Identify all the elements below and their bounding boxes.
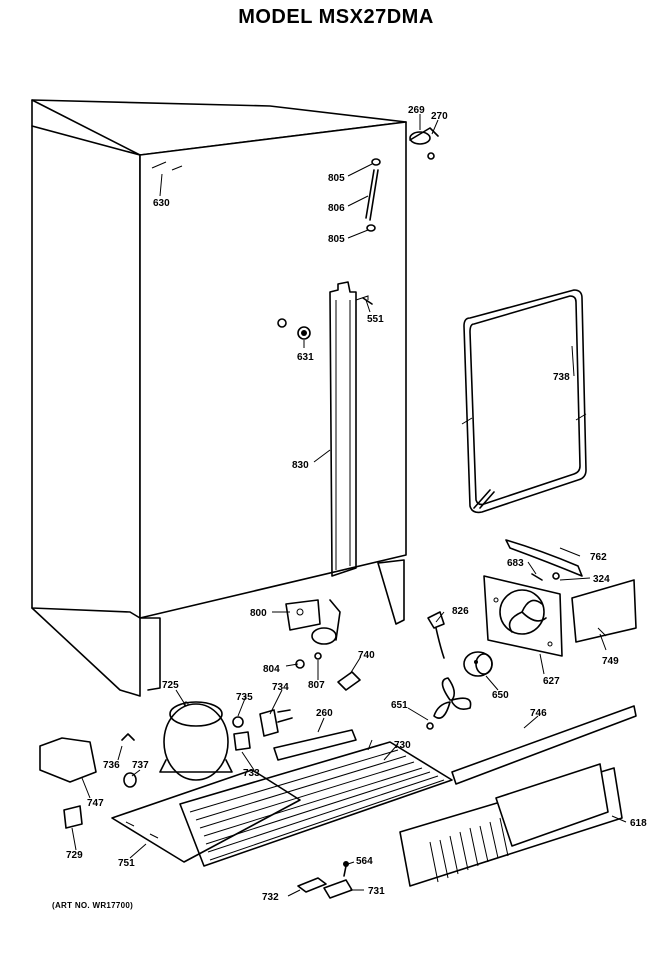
- label-551: 551: [367, 314, 384, 325]
- label-762: 762: [590, 552, 607, 563]
- label-618: 618: [630, 818, 647, 829]
- label-731: 731: [368, 886, 385, 897]
- label-736: 736: [103, 760, 120, 771]
- door-closer-strip: [365, 158, 381, 232]
- label-732: 732: [262, 892, 279, 903]
- label-746: 746: [530, 708, 547, 719]
- base-plate: [111, 769, 301, 863]
- screw-551: [362, 297, 373, 305]
- label-740: 740: [358, 650, 375, 661]
- label-324: 324: [593, 574, 610, 585]
- label-269: 269: [408, 105, 425, 116]
- center-mullion: [329, 281, 369, 577]
- start-relay-734: [259, 709, 293, 737]
- condenser-coil: [179, 739, 453, 867]
- part-807: [314, 652, 322, 660]
- hinge-assembly: [409, 127, 439, 160]
- screw-683: [531, 573, 543, 581]
- label-651: 651: [391, 700, 408, 711]
- label-805a: 805: [328, 173, 345, 184]
- label-730: 730: [394, 740, 411, 751]
- overload-733: [233, 731, 251, 751]
- label-729: 729: [66, 850, 83, 861]
- label-733: 733: [243, 768, 260, 779]
- art-number-note: (ART NO. WR17700): [52, 901, 134, 910]
- screw-564: [343, 861, 349, 877]
- cabinet-plug: [277, 318, 311, 340]
- clip-736: [121, 733, 135, 741]
- label-650: 650: [492, 690, 509, 701]
- label-737: 737: [132, 760, 149, 771]
- label-735: 735: [236, 692, 253, 703]
- drain-tube: [505, 539, 583, 577]
- water-valve: [285, 599, 341, 645]
- fan-motor: [463, 651, 493, 677]
- label-807: 807: [308, 680, 325, 691]
- compressor: [159, 701, 233, 781]
- fan-blade: [426, 677, 472, 730]
- defrost-thermostat: [427, 611, 445, 659]
- label-826: 826: [452, 606, 469, 617]
- rail-746: [451, 705, 637, 785]
- label-804: 804: [263, 664, 280, 675]
- label-751: 751: [118, 858, 135, 869]
- grommet-737: [123, 772, 137, 788]
- label-805b: 805: [328, 234, 345, 245]
- label-683: 683: [507, 558, 524, 569]
- label-734: 734: [272, 682, 289, 693]
- label-747: 747: [87, 798, 104, 809]
- relay-735: [232, 716, 244, 728]
- label-725: 725: [162, 680, 179, 691]
- refrigerator-cabinet: [31, 99, 407, 697]
- part-740: [337, 671, 361, 691]
- label-800: 800: [250, 608, 267, 619]
- drier-260: [273, 729, 357, 761]
- label-627: 627: [543, 676, 560, 687]
- label-830: 830: [292, 460, 309, 471]
- label-738: 738: [553, 372, 570, 383]
- part-732: [297, 877, 327, 893]
- toe-grille: [399, 763, 623, 887]
- part-731: [323, 879, 353, 899]
- door-gasket: [461, 289, 587, 514]
- label-806: 806: [328, 203, 345, 214]
- leader-lines: [71, 114, 627, 897]
- diagram-title: MODEL MSX27DMA: [238, 6, 434, 28]
- label-630: 630: [153, 198, 170, 209]
- evaporator-fan-bracket: [483, 575, 563, 657]
- part-729: [63, 805, 83, 829]
- label-270: 270: [431, 111, 448, 122]
- bracket-747: [39, 737, 97, 783]
- label-749: 749: [602, 656, 619, 667]
- part-labels: 269 270 805 806 805 630 551 631 738 830 …: [66, 105, 647, 903]
- label-260: 260: [316, 708, 333, 719]
- label-631: 631: [297, 352, 314, 363]
- cover-749: [571, 579, 637, 643]
- label-564: 564: [356, 856, 373, 867]
- clip-324: [552, 572, 560, 580]
